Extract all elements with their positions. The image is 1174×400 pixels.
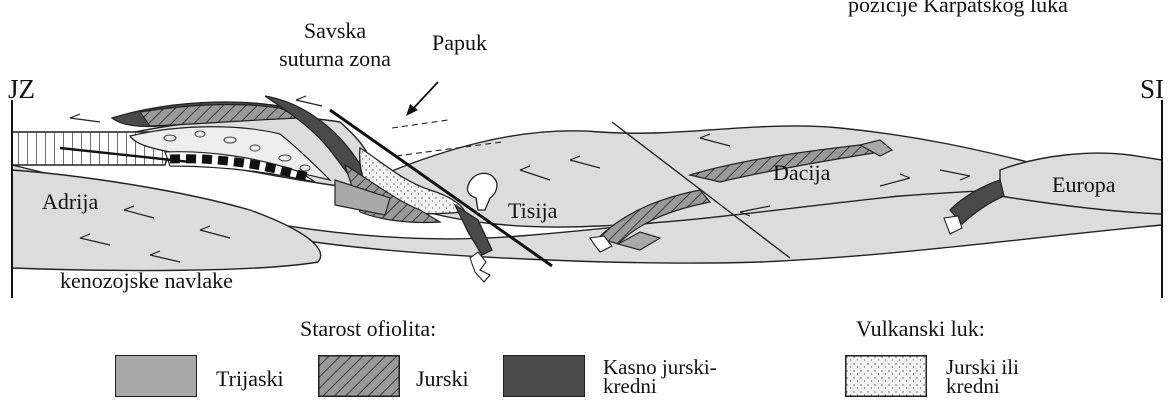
legend-label-jurassic: Jurski <box>416 368 469 390</box>
legend-label-triassic: Trijaski <box>216 368 284 390</box>
label-papuk: Papuk <box>432 32 487 54</box>
legend-swatch-volcanic-arc <box>845 355 927 397</box>
legend-ophiolite-title: Starost ofiolita: <box>300 318 436 340</box>
legend-swatch-late-jurassic-cretaceous <box>503 355 585 397</box>
top-right-caption: pozicije Karpatskog luka <box>848 0 1068 16</box>
legend-label-late-jurassic-cretaceous: Kasno jurski- kredni <box>603 358 717 396</box>
label-suturna-zona: suturna zona <box>255 48 415 70</box>
cross-section-drawing <box>0 0 1174 310</box>
label-tisija: Tisija <box>508 200 557 222</box>
legend-label-volcanic-arc: Jurski ili kredni <box>946 358 1019 396</box>
legend-late-jurassic-line2: kredni <box>603 377 717 396</box>
legend-arc-line2: kredni <box>946 377 1019 396</box>
label-adrija: Adrija <box>42 191 98 213</box>
legend-swatch-jurassic <box>318 355 400 397</box>
label-dacija: Dacija <box>773 162 830 184</box>
label-savska: Savska <box>285 20 385 42</box>
label-si: SI <box>1140 76 1164 103</box>
legend-arc-title: Vulkanski luk: <box>856 318 985 340</box>
label-europa: Europa <box>1052 174 1116 196</box>
label-jz: JZ <box>8 76 35 103</box>
adria-unit <box>12 170 321 270</box>
papuk-fault-upper <box>392 120 448 128</box>
label-kenozojske-navlake: kenozojske navlake <box>60 270 233 292</box>
legend-swatch-triassic <box>115 355 197 397</box>
